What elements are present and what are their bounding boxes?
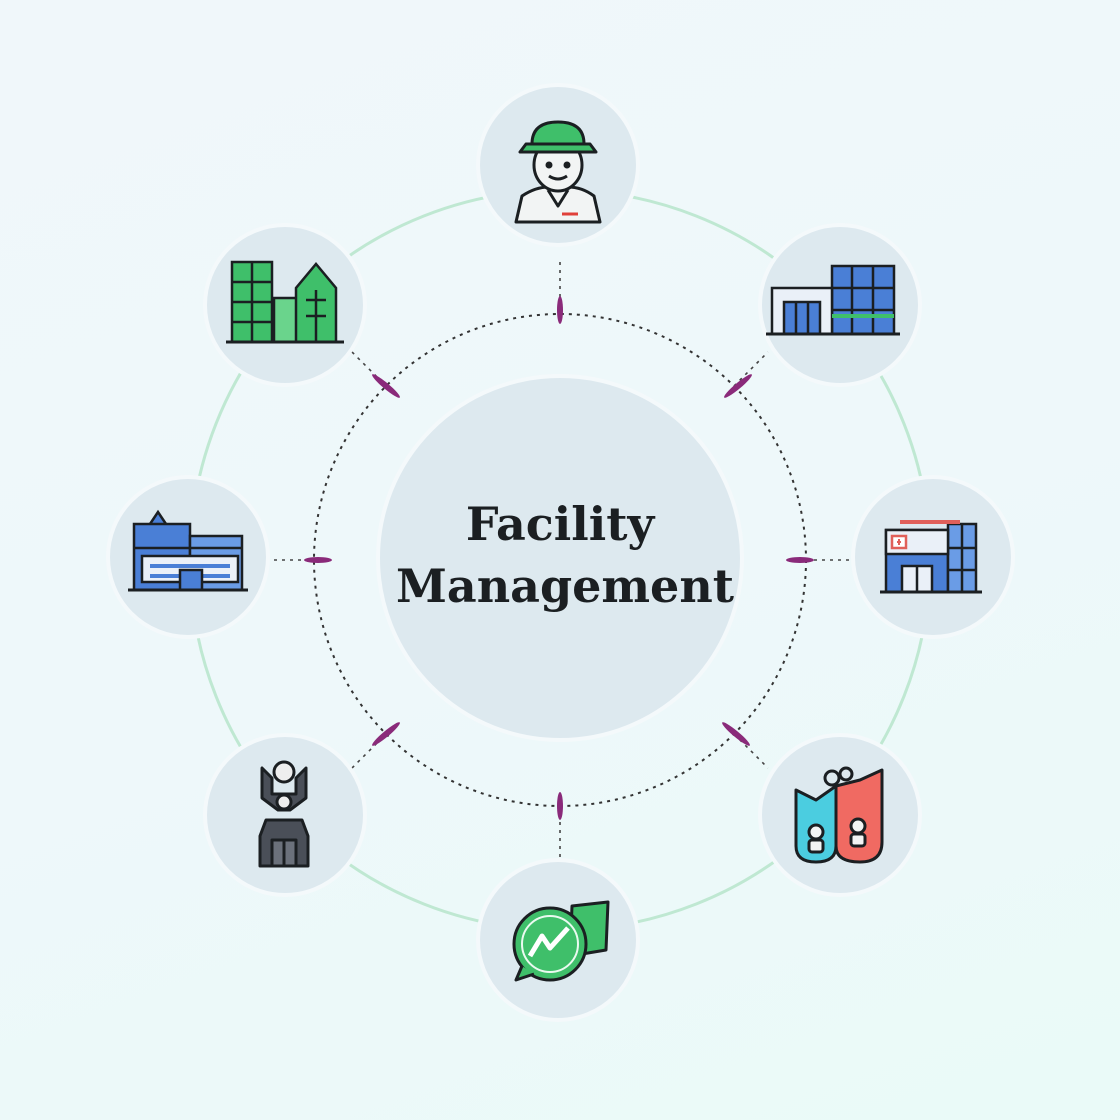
node-technician[interactable]	[476, 83, 640, 247]
robotic-arm-icon	[258, 760, 310, 868]
city-buildings-icon	[226, 260, 344, 344]
marker-bottom	[557, 792, 563, 820]
node-office[interactable]	[758, 223, 922, 387]
node-healthcare[interactable]	[851, 475, 1015, 639]
node-tags[interactable]	[758, 733, 922, 897]
office-building-icon	[766, 264, 900, 336]
performance-chart-icon	[512, 900, 610, 982]
healthcare-facility-icon	[880, 520, 982, 594]
center-title-line2: Management	[396, 559, 735, 613]
ring-markers	[304, 296, 814, 820]
node-robotic[interactable]	[203, 733, 367, 897]
campus-building-icon	[128, 509, 248, 592]
marker-bottom-left	[372, 722, 400, 746]
technician-icon	[514, 120, 602, 224]
marker-top-right	[724, 374, 752, 398]
node-chart[interactable]	[476, 858, 640, 1022]
node-campus[interactable]	[106, 475, 270, 639]
node-city[interactable]	[203, 223, 367, 387]
center-title-line1: Facility	[466, 497, 656, 551]
marker-top-left	[372, 374, 400, 398]
center-circle	[376, 374, 744, 742]
marker-top	[557, 296, 563, 324]
marker-right	[786, 557, 814, 563]
maintenance-tags-icon	[794, 766, 884, 864]
marker-bottom-right	[722, 722, 750, 746]
marker-left	[304, 557, 332, 563]
